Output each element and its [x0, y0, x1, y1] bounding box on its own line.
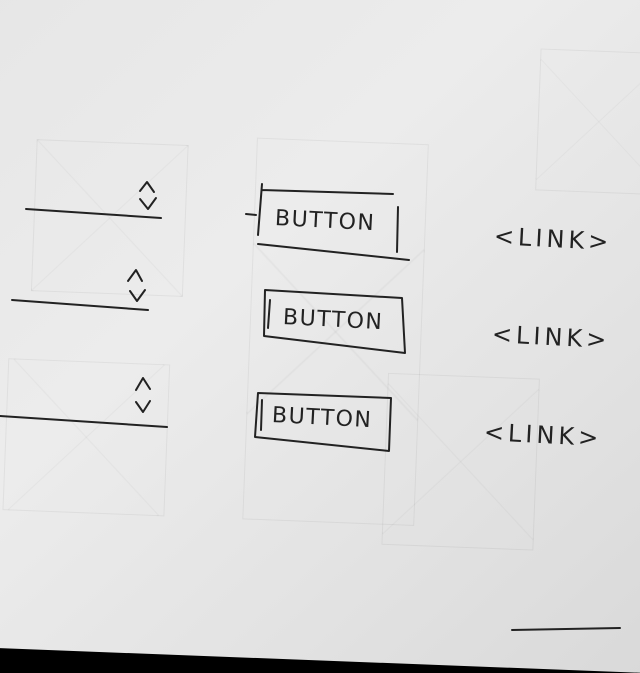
button-outline-2: [263, 289, 406, 354]
button-3[interactable]: [252, 390, 394, 454]
button-1[interactable]: [252, 182, 412, 262]
link-1[interactable]: [490, 218, 630, 258]
button-outline-2-inner: [267, 299, 271, 329]
partial-stroke: [511, 627, 621, 631]
wireframe-sketch: [0, 181, 621, 631]
button-outline-3-inner: [260, 399, 263, 431]
link-2[interactable]: [488, 316, 630, 356]
button-outline-3: [254, 392, 392, 452]
select-dropdown-1[interactable]: [20, 175, 165, 223]
up-down-chevron-icon: [139, 181, 157, 210]
link-3[interactable]: [480, 414, 635, 454]
up-down-chevron-icon: [127, 269, 146, 302]
button-outline-1-tick: [245, 213, 257, 216]
select-field-line-3: [0, 415, 168, 428]
button-2[interactable]: [260, 287, 408, 355]
button-outline-1: [257, 183, 410, 261]
select-field-line-2: [11, 299, 149, 311]
select-dropdown-3[interactable]: [0, 372, 168, 430]
up-down-chevron-icon: [135, 377, 151, 413]
select-field-line-1: [25, 208, 162, 219]
select-dropdown-2[interactable]: [10, 265, 150, 315]
